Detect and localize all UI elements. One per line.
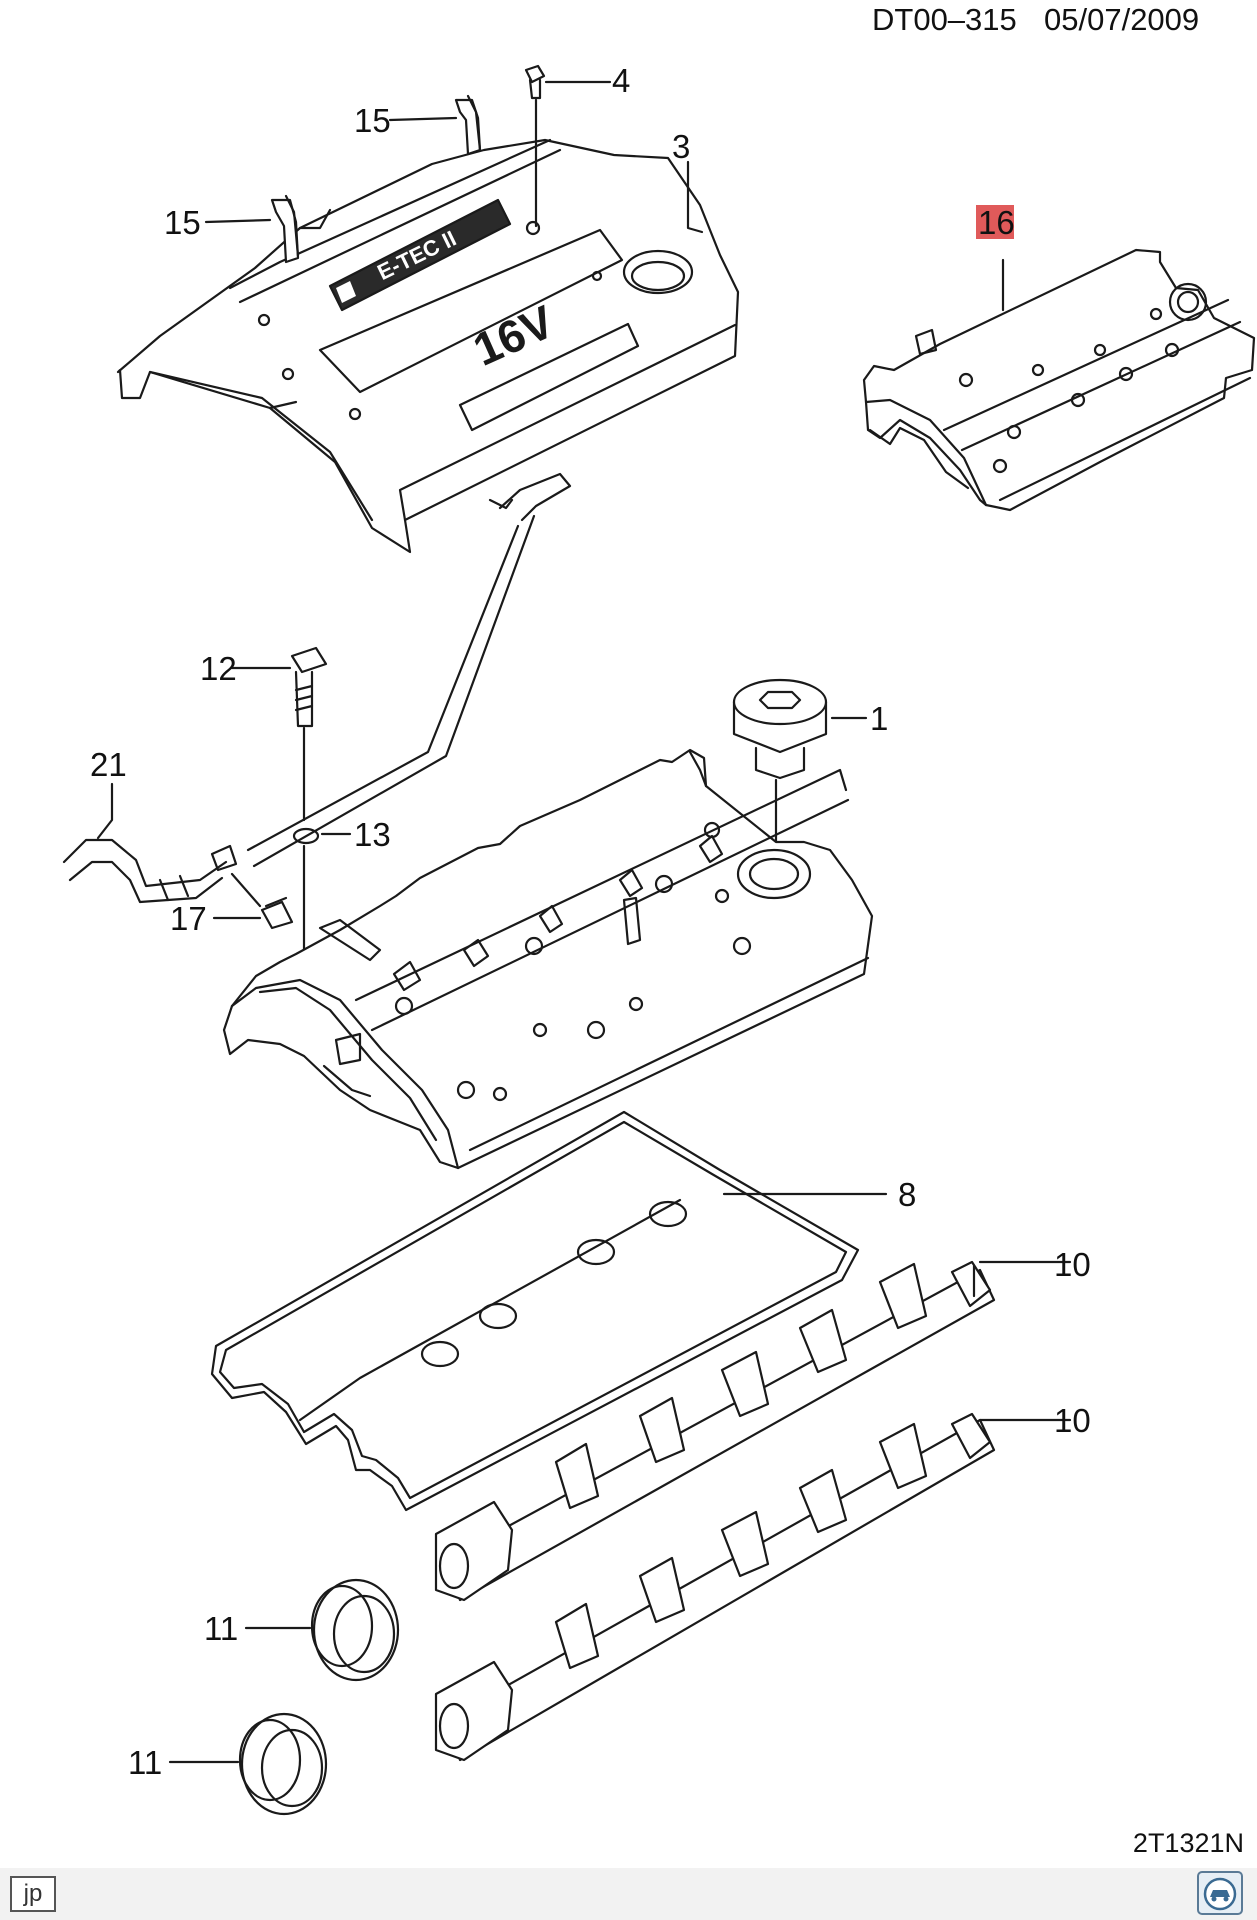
bolt-12 xyxy=(230,646,328,822)
callout-11-upper: 11 xyxy=(204,1610,238,1647)
car-service-icon[interactable] xyxy=(1196,1870,1244,1916)
breather-hose xyxy=(246,472,572,868)
oil-filler-cap xyxy=(732,678,868,848)
bottom-toolbar xyxy=(0,1868,1257,1920)
callout-13: 13 xyxy=(354,816,391,853)
callout-11-lower: 11 xyxy=(128,1744,162,1781)
hose-21 xyxy=(62,782,238,904)
clip-15-lower xyxy=(204,194,300,264)
language-jp-button[interactable]: jp xyxy=(10,1876,56,1912)
callout-4: 4 xyxy=(612,62,630,99)
pcv-valve-17 xyxy=(212,872,294,930)
callout-10-lower: 10 xyxy=(1054,1402,1091,1439)
callout-16: 16 xyxy=(978,204,1015,241)
callout-8: 8 xyxy=(898,1176,916,1213)
camshaft-upper xyxy=(434,1260,1072,1602)
clip-15-upper xyxy=(388,94,482,156)
callout-15-upper: 15 xyxy=(354,102,391,139)
callout-17: 17 xyxy=(170,900,207,937)
callout-3: 3 xyxy=(672,128,690,165)
bolt-4 xyxy=(524,64,612,228)
washer-13 xyxy=(292,827,352,962)
callout-10-upper: 10 xyxy=(1054,1246,1091,1283)
valve-cover-gasket xyxy=(210,1110,888,1512)
camshaft-lower xyxy=(434,1412,1072,1762)
leader-3 xyxy=(686,160,704,234)
oil-seal-lower xyxy=(168,1712,328,1816)
callout-16-highlight xyxy=(976,205,1014,239)
oil-seal-upper xyxy=(244,1578,400,1682)
valve-cover xyxy=(222,748,874,1170)
callout-21: 21 xyxy=(90,746,127,783)
doc-code: DT00–315 xyxy=(872,2,1017,37)
callout-1: 1 xyxy=(870,700,888,737)
figure-code: 2T1321N xyxy=(1133,1828,1244,1858)
cover-emblem xyxy=(328,198,512,312)
head-cover-assembly xyxy=(862,248,1256,512)
callout-15-lower: 15 xyxy=(164,204,201,241)
doc-date: 05/07/2009 xyxy=(1044,2,1200,37)
engine-cover xyxy=(116,138,740,554)
callout-12: 12 xyxy=(200,650,237,687)
